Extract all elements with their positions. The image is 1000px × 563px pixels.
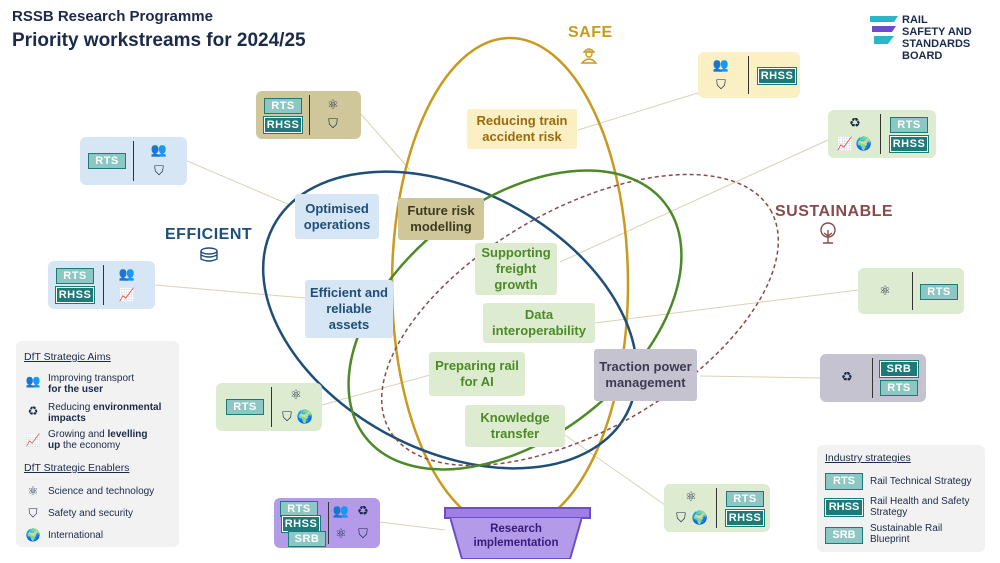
programme-title: RSSB Research Programme	[12, 8, 213, 25]
badge-traction: ♻ SRB RTS	[820, 354, 926, 402]
pot-body	[450, 517, 582, 559]
shield-icon: ⛉	[328, 116, 338, 131]
enabler-science: Science and technology	[48, 486, 155, 497]
recycle-icon: ♻	[357, 503, 369, 518]
rssb-logo-mark	[870, 16, 898, 44]
tag-rhss: RHSS	[281, 515, 321, 533]
workstream-efficient-reliable-assets: Efficient and reliable assets	[305, 280, 393, 338]
tag-rhss: RHSS	[263, 116, 303, 134]
workstream-supporting-freight-growth: Supporting freight growth	[475, 243, 557, 295]
logo-text: RAIL SAFETY AND STANDARDS BOARD	[902, 14, 972, 62]
recycle-icon: ♻	[27, 404, 39, 418]
people-icon: 👥	[332, 503, 350, 518]
page-title: Priority workstreams for 2024/25	[12, 30, 306, 51]
enabler-international: International	[48, 530, 104, 541]
tag-rts: RTS	[920, 284, 958, 300]
shield-icon: ⛉	[358, 526, 368, 541]
badge-efficient-assets: RTS RHSS 👥 📈	[48, 261, 155, 309]
sustainable-ellipse	[380, 173, 780, 467]
shield-icon: ⛉	[282, 409, 292, 424]
atom-icon: ⚛	[27, 484, 39, 498]
tag-rts: RTS	[280, 501, 318, 517]
workstream-traction-power-management: Traction power management	[594, 349, 697, 401]
people-icon: 👥	[150, 142, 168, 157]
globe-icon: 🌍	[855, 136, 873, 151]
workstream-reducing-train-accident-risk: Reducing train accident risk	[467, 109, 577, 149]
tag-srb: SRB	[288, 531, 326, 547]
aim-growing-economy: Growing and levelling up the economy	[48, 429, 148, 451]
legend-rts-desc: Rail Technical Strategy	[870, 476, 972, 487]
legend-rhss-desc: Rail Health and Safety Strategy	[870, 496, 970, 518]
industry-panel: Industry strategies RTS Rail Technical S…	[817, 445, 985, 552]
tag-rts: RTS	[264, 98, 302, 114]
globe-icon: 🌍	[25, 528, 41, 542]
tag-rts: RTS	[226, 399, 264, 415]
recycle-icon: ♻	[849, 115, 861, 130]
atom-icon: ⚛	[335, 526, 347, 541]
dft-panel: DfT Strategic Aims 👥 Improving transport…	[16, 341, 179, 547]
category-safe: SAFE	[568, 24, 613, 41]
badge-knowledge: ⚛ ⛉ 🌍 RTS RHSS	[664, 484, 770, 532]
aims-title: DfT Strategic Aims	[24, 351, 111, 363]
badge-research: RTS RHSS SRB 👥 ♻ ⚛ ⛉	[274, 498, 380, 548]
badge-optimised: RTS 👥 ⛉	[80, 137, 187, 185]
people-icon: 👥	[25, 374, 41, 388]
workstream-knowledge-transfer: Knowledge transfer	[465, 405, 565, 447]
industry-title: Industry strategies	[825, 452, 911, 464]
tag-rhss: RHSS	[889, 135, 929, 153]
legend-srb-desc: Sustainable Rail Blueprint	[870, 523, 943, 545]
shield-icon: ⛉	[154, 163, 164, 178]
workstream-future-risk-modelling: Future risk modelling	[398, 198, 484, 240]
atom-icon: ⚛	[290, 387, 302, 402]
atom-icon: ⚛	[685, 489, 697, 504]
tree-icon	[820, 222, 836, 244]
growth-chart-icon: 📈	[836, 136, 854, 151]
enabler-safety: Safety and security	[48, 508, 134, 519]
shield-icon: ⛉	[28, 506, 38, 520]
tag-rts: RTS	[880, 380, 918, 396]
growth-chart-icon: 📈	[118, 287, 136, 302]
coins-icon	[200, 247, 218, 262]
globe-icon: 🌍	[691, 510, 709, 525]
badge-future-risk: RTS RHSS ⚛ ⛉	[256, 91, 361, 139]
people-icon: 👥	[118, 266, 136, 281]
people-icon: 👥	[712, 57, 730, 72]
workstream-optimised-operations: Optimised operations	[295, 194, 379, 239]
tag-rhss: RHSS	[757, 67, 797, 85]
atom-icon: ⚛	[327, 97, 339, 112]
connector-lines	[154, 79, 859, 531]
globe-icon: 🌍	[296, 409, 314, 424]
enablers-title: DfT Strategic Enablers	[24, 462, 130, 474]
rssb-logo: RAIL SAFETY AND STANDARDS BOARD	[870, 14, 990, 64]
category-efficient: EFFICIENT	[165, 226, 253, 243]
worker-icon	[580, 48, 598, 64]
aim-improving-transport: Improving transport for the user	[48, 373, 135, 395]
badge-data: ⚛ RTS	[858, 268, 964, 314]
legend-tag-rts: RTS	[825, 473, 863, 490]
tag-srb: SRB	[879, 360, 919, 378]
recycle-icon: ♻	[841, 369, 853, 384]
tag-rts: RTS	[890, 117, 928, 133]
tag-rhss: RHSS	[55, 286, 95, 304]
tag-rts: RTS	[726, 491, 764, 507]
category-sustainable: SUSTAINABLE	[775, 203, 894, 220]
workstream-research-implementation: Research implementation	[473, 523, 559, 549]
aim-reducing-impacts: Reducing environmental impacts	[48, 402, 162, 424]
badge-reducing-risk: 👥 ⛉ RHSS	[698, 52, 800, 98]
tag-rts: RTS	[56, 268, 94, 284]
legend-tag-rhss: RHSS	[824, 498, 864, 517]
efficient-ellipse	[261, 170, 639, 470]
workstream-preparing-rail-for-ai: Preparing rail for AI	[429, 352, 525, 396]
shield-icon: ⛉	[716, 77, 726, 92]
badge-preparing-ai: RTS ⚛ ⛉ 🌍	[216, 383, 322, 431]
shield-icon: ⛉	[676, 510, 686, 525]
tag-rts: RTS	[88, 153, 126, 169]
tag-rhss: RHSS	[725, 509, 765, 527]
growth-chart-icon: 📈	[25, 433, 41, 447]
badge-freight: ♻ 📈 🌍 RTS RHSS	[828, 110, 936, 158]
workstream-data-interoperability: Data interoperability	[483, 303, 595, 343]
atom-icon: ⚛	[879, 283, 891, 298]
legend-tag-srb: SRB	[825, 527, 863, 544]
